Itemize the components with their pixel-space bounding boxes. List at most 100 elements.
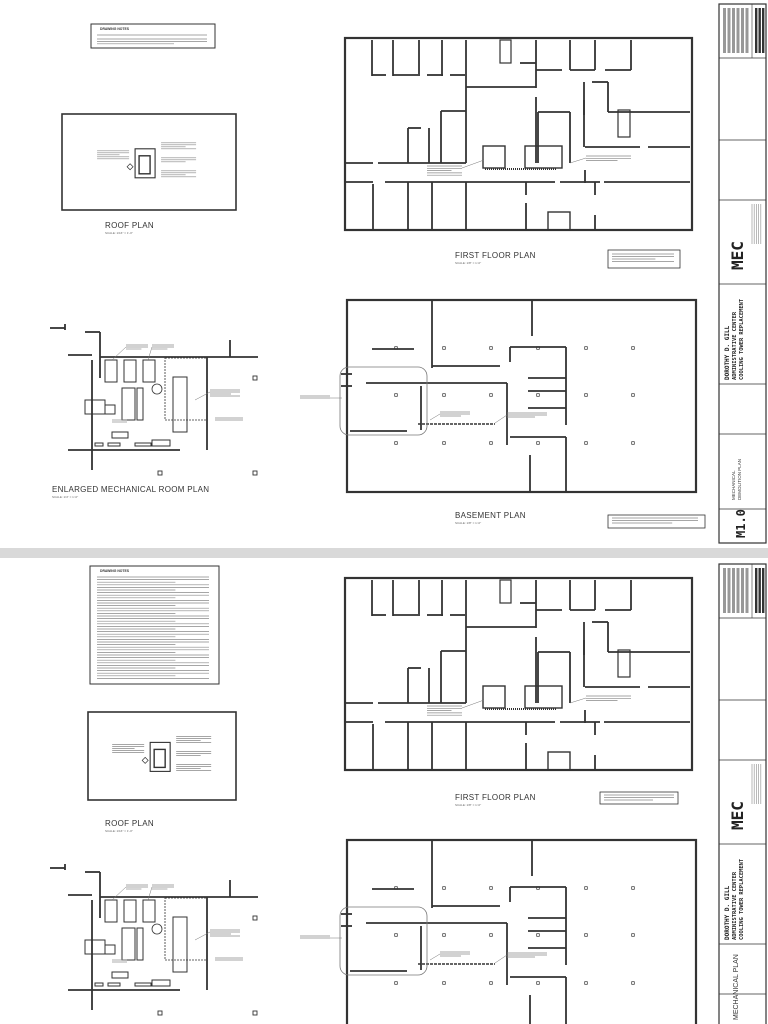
outline bbox=[134, 442, 152, 447]
leader-line bbox=[569, 697, 587, 704]
outline bbox=[345, 298, 698, 494]
firm-logo: MEC bbox=[728, 241, 747, 270]
outline bbox=[136, 387, 144, 421]
outline bbox=[136, 927, 144, 961]
sheet-mechanical-plan: DRAWING NOTES ROOF PLAN SCALE: 1/16" = 1… bbox=[50, 563, 767, 1024]
basement-plan bbox=[300, 838, 698, 1024]
column bbox=[584, 886, 588, 890]
outline bbox=[104, 899, 118, 923]
first-floor-plan-scale: SCALE: 1/8" = 1'-0" bbox=[455, 261, 481, 265]
outline bbox=[142, 359, 156, 383]
leader-line bbox=[147, 346, 153, 361]
outline bbox=[111, 971, 129, 979]
stamp-mark bbox=[727, 568, 731, 613]
outline bbox=[547, 211, 571, 231]
leader-line bbox=[461, 159, 485, 169]
outline bbox=[123, 899, 137, 923]
leader-line bbox=[111, 886, 127, 901]
outline bbox=[499, 39, 512, 64]
stamp-mark bbox=[736, 8, 740, 53]
outline bbox=[111, 431, 129, 439]
column bbox=[536, 346, 540, 350]
outline bbox=[107, 442, 121, 447]
stamp-mark bbox=[755, 568, 758, 613]
outline bbox=[172, 376, 188, 433]
outline bbox=[61, 113, 237, 211]
outline bbox=[149, 741, 171, 772]
outline bbox=[87, 711, 237, 801]
outline bbox=[104, 944, 116, 955]
column bbox=[394, 981, 398, 985]
outline bbox=[94, 442, 104, 447]
stamp-mark bbox=[736, 568, 740, 613]
outline bbox=[524, 685, 563, 709]
roof-plan bbox=[61, 113, 237, 211]
enlarged-area-boundary bbox=[339, 366, 428, 436]
stamp-mark bbox=[741, 8, 744, 53]
project-name-line-2: ADMINISTRATIVE CENTER bbox=[732, 871, 738, 940]
column bbox=[394, 441, 398, 445]
enlarged-mechanical-room-plan-scale: SCALE: 1/4" = 1'-0" bbox=[52, 495, 78, 499]
column bbox=[584, 346, 588, 350]
leader-line bbox=[569, 157, 587, 164]
outline bbox=[153, 748, 166, 769]
column bbox=[442, 441, 446, 445]
basement-plan-scale: SCALE: 1/8" = 1'-0" bbox=[455, 521, 481, 525]
drawing-notes-heading: DRAWING NOTES bbox=[100, 27, 130, 31]
outline bbox=[123, 359, 137, 383]
column bbox=[631, 393, 635, 397]
north-arrow-icon bbox=[141, 756, 149, 764]
project-name-line-3: COOLING TOWER REPLACEMENT bbox=[739, 858, 745, 940]
leader-line bbox=[494, 954, 508, 964]
outline bbox=[607, 514, 706, 529]
sheet-title-line-2: DEMOLITION PLAN bbox=[737, 459, 742, 500]
north-arrow-icon bbox=[126, 163, 134, 171]
basement-plan bbox=[300, 298, 706, 529]
column bbox=[631, 933, 635, 937]
column bbox=[489, 886, 493, 890]
roof-plan-title: ROOF PLAN bbox=[105, 221, 154, 230]
outline bbox=[343, 36, 694, 232]
outline bbox=[121, 927, 136, 961]
leader-line bbox=[111, 346, 127, 361]
sheet-title-line-1: MECHANICAL PLAN bbox=[733, 954, 740, 1020]
column bbox=[442, 886, 446, 890]
column bbox=[489, 393, 493, 397]
outline bbox=[482, 145, 506, 169]
project-name-line-3: COOLING TOWER REPLACEMENT bbox=[739, 298, 745, 380]
outline bbox=[107, 982, 121, 987]
project-name-line-1: DOROTHY D. GILL bbox=[724, 885, 731, 940]
column bbox=[631, 441, 635, 445]
column bbox=[536, 933, 540, 937]
outline bbox=[607, 249, 681, 269]
outline bbox=[252, 915, 258, 921]
column bbox=[536, 441, 540, 445]
outline bbox=[547, 751, 571, 771]
outline bbox=[617, 649, 631, 678]
outline bbox=[343, 576, 694, 772]
outline bbox=[157, 470, 163, 476]
column bbox=[584, 933, 588, 937]
outline bbox=[94, 982, 104, 987]
leader-line bbox=[194, 931, 211, 941]
roof-plan-scale: SCALE: 1/16" = 1'-0" bbox=[105, 829, 133, 833]
firm-logo: MEC bbox=[728, 801, 747, 830]
outline bbox=[499, 579, 512, 604]
outline bbox=[84, 939, 106, 955]
stamp-mark bbox=[745, 568, 749, 613]
enlarged-mechanical-room-plan bbox=[50, 864, 258, 1016]
stamp-mark bbox=[745, 8, 749, 53]
outline bbox=[134, 148, 156, 179]
stamp-mark bbox=[762, 568, 765, 613]
column bbox=[631, 346, 635, 350]
sheet-title-line-1: MECHANICAL bbox=[731, 470, 736, 500]
drawing-notes-box: DRAWING NOTES bbox=[90, 23, 216, 49]
column bbox=[584, 393, 588, 397]
stamp-mark bbox=[762, 8, 765, 53]
sheet-number: M1.0 bbox=[734, 509, 748, 538]
roof-plan bbox=[87, 711, 237, 801]
outline bbox=[138, 155, 151, 175]
outline bbox=[151, 439, 171, 447]
stamp-mark bbox=[741, 568, 744, 613]
outline bbox=[142, 899, 156, 923]
